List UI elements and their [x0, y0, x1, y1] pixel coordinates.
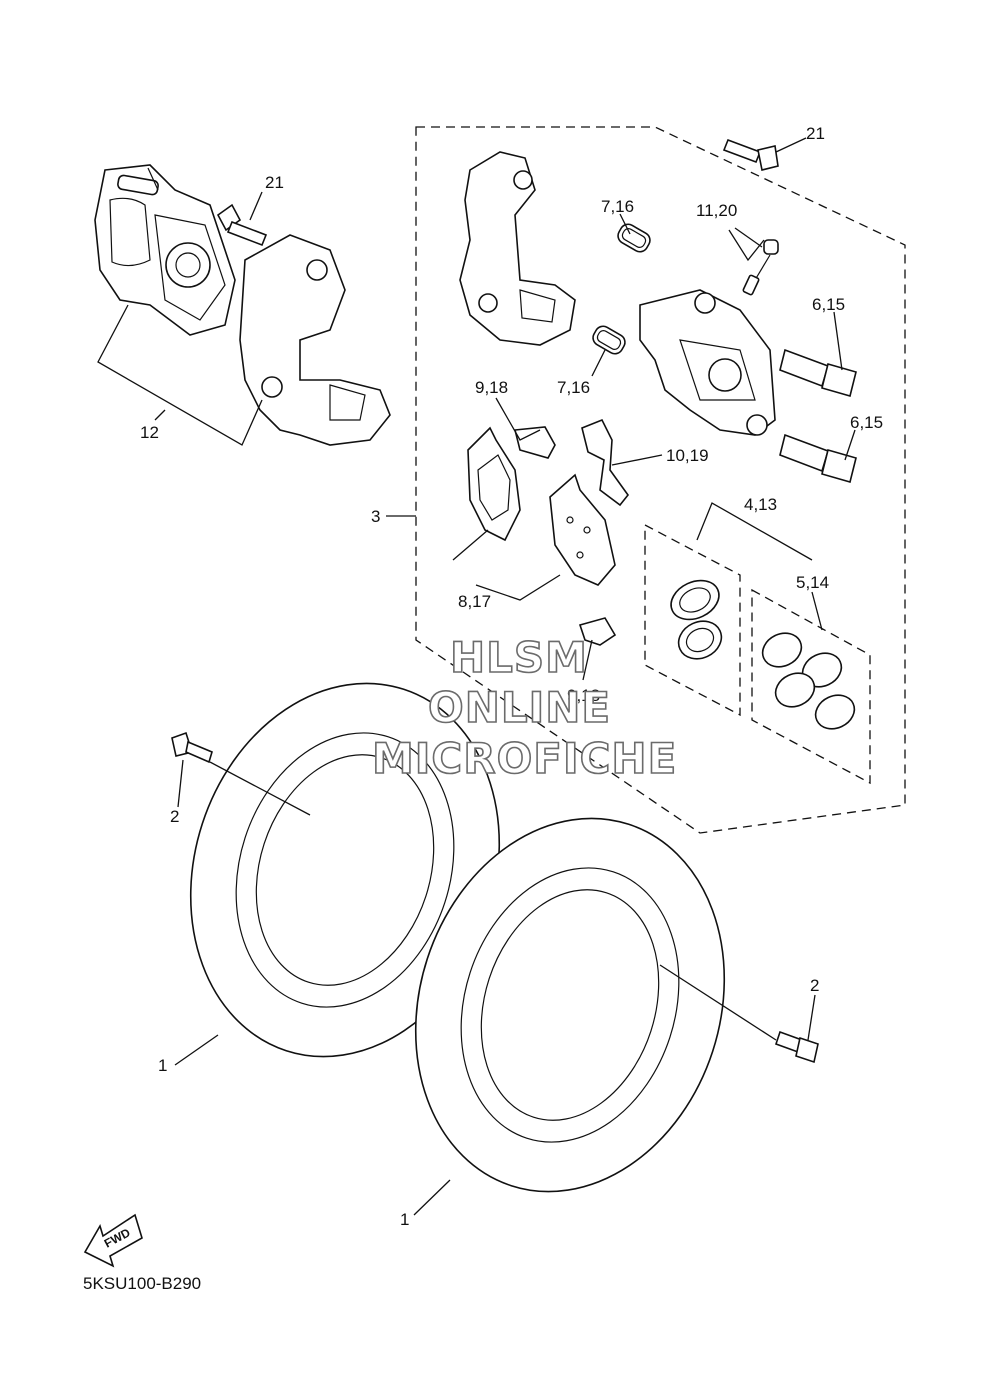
pad-spring-lower	[578, 617, 617, 646]
callout-12: 12	[140, 423, 159, 442]
callout-21-right: 21	[806, 124, 825, 143]
right-caliper-bracket	[459, 151, 576, 346]
callout-11-20: 11,20	[696, 201, 737, 220]
pad-support	[581, 418, 630, 507]
left-caliper-bracket	[239, 234, 391, 446]
callout-8-17: 8,17	[458, 592, 491, 611]
callout-9-18-lower: 9,18	[567, 686, 600, 705]
disc-bolt-right	[774, 1030, 819, 1064]
callout-5-14: 5,14	[796, 573, 829, 592]
boot-7-16-lower	[592, 325, 626, 355]
piston-lower	[677, 620, 723, 660]
left-caliper-assembly	[94, 164, 236, 336]
watermark-line-3: MICROFICHE	[372, 734, 677, 783]
slide-bolt-lower	[779, 433, 857, 483]
callout-9-18-upper: 9,18	[475, 378, 508, 397]
callout-4-13: 4,13	[744, 495, 777, 514]
callout-1-right: 1	[400, 1210, 409, 1229]
callout-2-right: 2	[810, 976, 819, 995]
right-caliper-body	[639, 289, 776, 436]
watermark-line-2: ONLINE	[428, 683, 611, 732]
watermark: HLSM ONLINE MICROFICHE	[371, 632, 677, 784]
brake-pad-front	[467, 426, 521, 542]
diagram-code: 5KSU100-B290	[83, 1274, 201, 1293]
bleed-screw	[742, 239, 779, 296]
leader-lines	[97, 137, 856, 1216]
piston-upper	[670, 579, 720, 621]
piston-seals	[761, 632, 856, 730]
boot-7-16-upper	[617, 223, 651, 253]
brake-pad-rear	[549, 473, 616, 586]
brake-disc-right	[414, 817, 726, 1193]
bolt-21-left	[216, 203, 268, 247]
callout-labels: 21 21 7,16 11,20 6,15 7,16 9,18 6,15 12 …	[140, 124, 883, 1229]
slide-bolt-upper	[779, 348, 857, 397]
pad-spring-upper	[513, 426, 556, 459]
assembly-boundary	[415, 126, 906, 834]
callout-6-15-lower: 6,15	[850, 413, 883, 432]
forward-arrow-icon: FWD	[83, 1213, 143, 1268]
disc-bolt-left	[171, 731, 213, 764]
callout-7-16-upper: 7,16	[601, 197, 634, 216]
callout-10-19: 10,19	[666, 446, 709, 465]
callout-6-15-upper: 6,15	[812, 295, 845, 314]
callout-7-16-lower: 7,16	[557, 378, 590, 397]
callout-2-left: 2	[170, 807, 179, 826]
callout-21-left: 21	[265, 173, 284, 192]
watermark-line-1: HLSM	[450, 633, 588, 682]
bolt-21-right	[722, 138, 779, 171]
callout-3: 3	[371, 507, 380, 526]
callout-1-left: 1	[158, 1056, 167, 1075]
